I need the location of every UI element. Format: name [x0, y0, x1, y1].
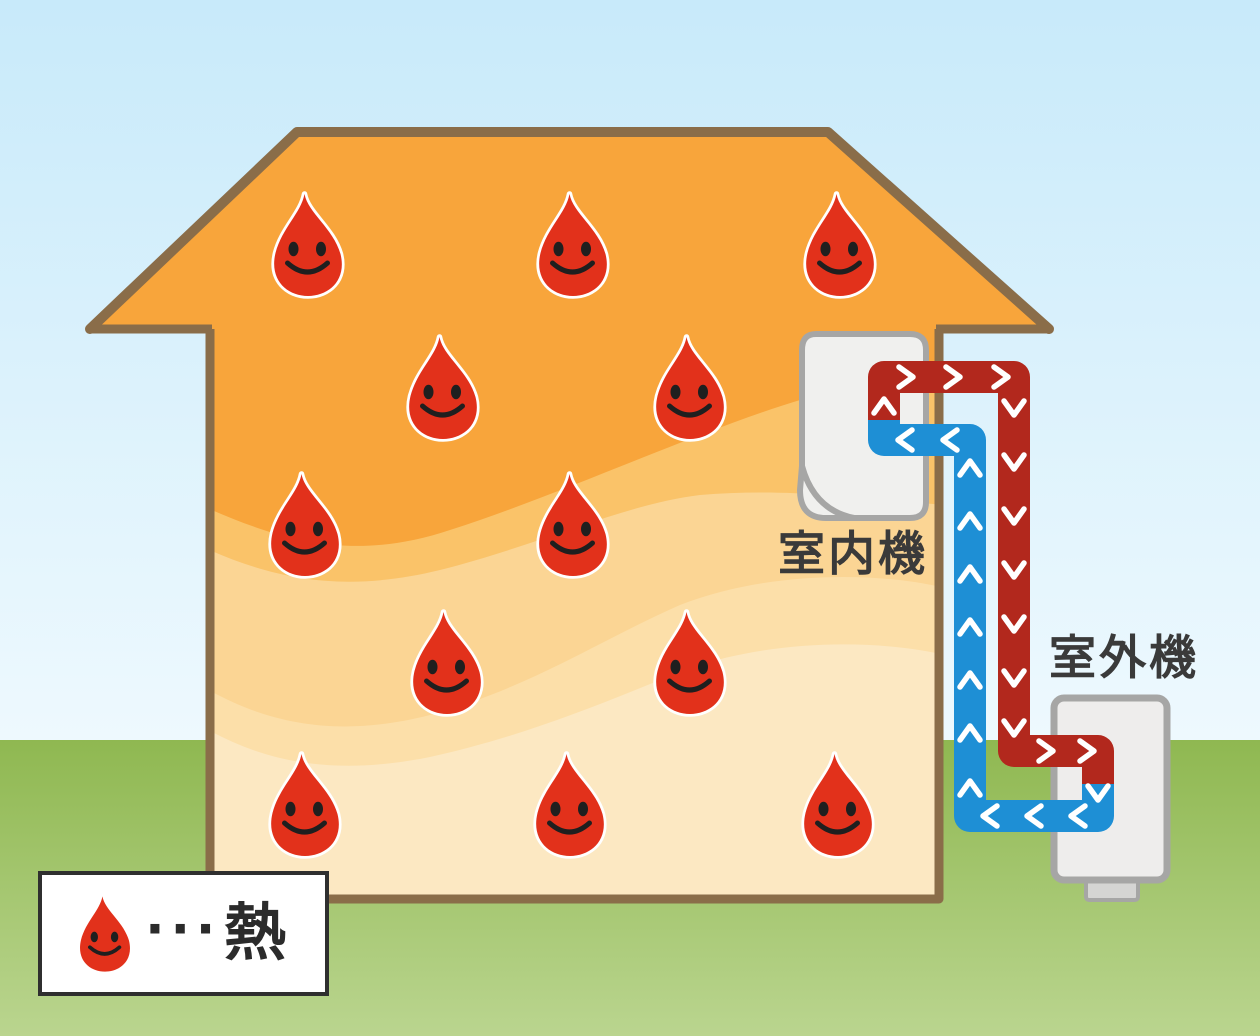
house-outline: [85, 127, 1054, 904]
legend-heat-drop-icon: [74, 893, 136, 975]
outdoor-unit-label: 室外機: [1049, 631, 1199, 684]
cold-pipe: [868, 410, 1114, 832]
hot-pipe: [868, 361, 1114, 784]
indoor-unit-label: 室内機: [778, 527, 928, 580]
legend-heat-label: 熱: [223, 898, 286, 968]
roof-outline: [85, 127, 1054, 334]
indoor-unit-folded-corner: [797, 463, 857, 521]
legend-dots: ···: [146, 891, 222, 964]
legend: ··· 熱: [38, 871, 329, 996]
wall-outline: [205, 329, 944, 904]
